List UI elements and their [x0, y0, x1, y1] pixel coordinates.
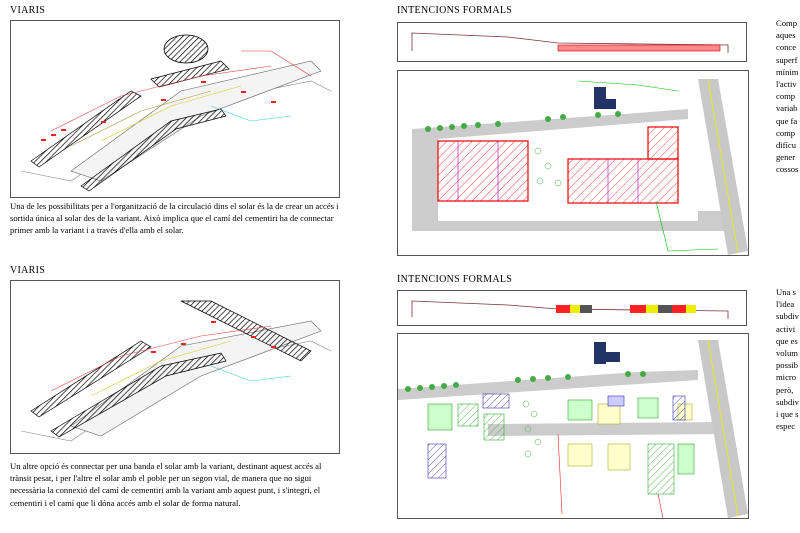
site-plan-top	[412, 78, 748, 255]
section-elevation-bottom	[411, 300, 729, 319]
intencions-top-side-text: Comp aques conce superf mínim l'activ co…	[776, 18, 799, 175]
intencions-top-plan	[397, 70, 749, 256]
viaris-top-isometric-plan	[20, 34, 332, 192]
viaris-bottom-isometric-plan	[20, 300, 332, 442]
viaris-top-title: VIARIS	[10, 5, 46, 16]
intencions-bottom-plan	[397, 333, 749, 519]
site-plan-bottom	[398, 339, 748, 518]
intencions-bottom-section	[397, 290, 747, 326]
viaris-bottom-caption: Un altre opció és connectar per una band…	[10, 461, 322, 508]
intencions-bottom-title: INTENCIONS FORMALS	[397, 274, 513, 285]
viaris-top-drawing	[10, 20, 340, 198]
intencions-top-section	[397, 22, 747, 62]
intencions-bottom-side-text: Una s l'idea subdiv activi que es volum …	[776, 287, 799, 432]
section-elevation	[411, 32, 729, 53]
viaris-bottom-drawing	[10, 280, 340, 454]
viaris-top-caption: Una de les possibilitats per a l'organit…	[10, 201, 339, 236]
intencions-top-title: INTENCIONS FORMALS	[397, 5, 513, 16]
viaris-bottom-title: VIARIS	[10, 265, 46, 276]
